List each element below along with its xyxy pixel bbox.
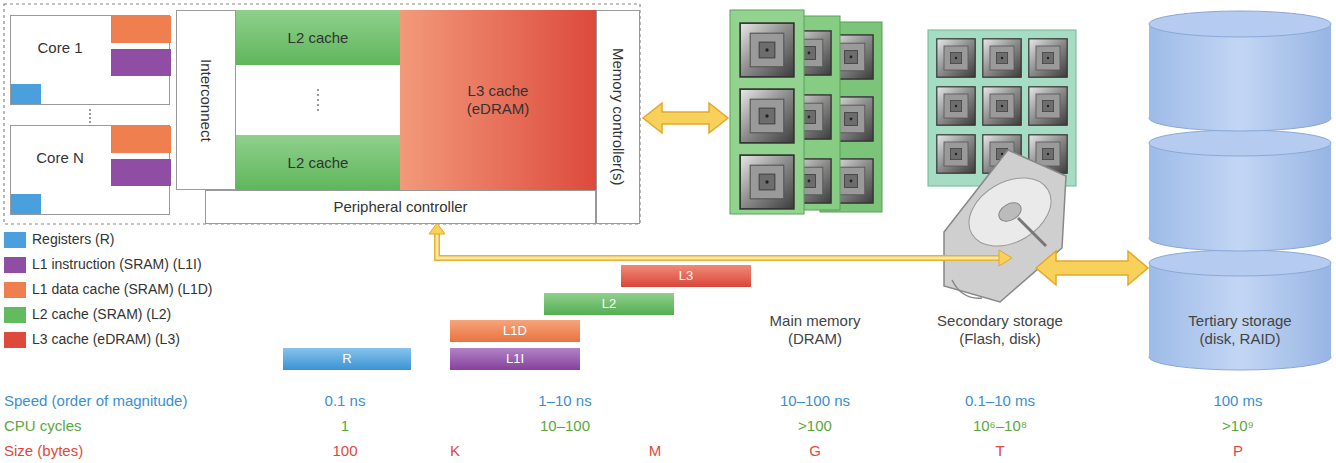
node-label: L1D [503,323,527,339]
cycles-value: 1 [285,417,405,435]
storage-label: Main memory (DRAM) [759,312,871,348]
row-header: Speed (order of magnitude) [4,392,234,410]
node-label: Interconnect [197,59,215,142]
double-arrow [1036,251,1148,285]
dram-modules [730,10,882,214]
io-arrow [429,223,1012,266]
speed-value: 100 ms [1178,392,1298,410]
l2-cache-box: L2 cache [236,135,400,190]
node-label: Core 1 [37,39,82,57]
speed-value: 10–100 ns [755,392,875,410]
memory-controller-box: Memory controller(s) [596,10,640,224]
double-arrow [643,103,728,133]
speed-value: 1–10 ns [505,392,625,410]
speed-value: 0.1 ns [285,392,405,410]
node-label: L2 cache [288,154,349,172]
l3-bar: L3 [621,265,751,287]
row-header: CPU cycles [4,417,234,435]
legend-swatch [4,332,26,348]
legend-text: L2 cache (SRAM) (L2) [32,305,171,323]
size-value: K [425,442,485,460]
l3-cache-box: L3 cache (eDRAM) [400,10,596,190]
register-block [11,84,41,104]
cycles-value: >10⁹ [1178,417,1298,435]
node-label: L1I [506,351,524,367]
size-value: 100 [295,442,395,460]
node-label: L2 cache [288,29,349,47]
register-bar: R [283,348,411,370]
node-label: Core N [36,149,84,167]
l1i-block [111,159,171,186]
l2-cache-box: L2 cache [236,10,400,65]
l2-bar: L2 [544,293,674,315]
core-box: Core 1 [10,15,170,105]
legend-text: Registers (R) [32,230,114,248]
hard-disk [944,150,1066,302]
legend-text: L1 data cache (SRAM) (L1D) [32,280,213,298]
core-box: Core N [10,125,170,215]
legend-swatch [4,232,26,248]
l1d-bar: L1D [450,320,580,342]
interconnect-box: Interconnect [176,10,236,190]
size-value: M [625,442,685,460]
cycles-value: >100 [755,417,875,435]
l1i-bar: L1I [450,348,580,370]
chip-outline [4,4,640,224]
node-label: R [342,351,351,367]
row-header: Size (bytes) [4,442,234,460]
cycles-value: 10⁶–10⁸ [940,417,1060,435]
size-value: P [1208,442,1268,460]
storage-label: Secondary storage (Flash, disk) [925,312,1075,348]
speed-value: 0.1–10 ms [940,392,1060,410]
node-label: L2 [602,296,616,312]
tertiary-cylinders [1149,11,1331,370]
node-label: Peripheral controller [333,198,467,216]
peripheral-controller-box: Peripheral controller [205,190,596,224]
size-value: G [785,442,845,460]
node-label: L3 cache (eDRAM) [456,82,540,118]
l1d-block [111,126,171,153]
node-label: Memory controller(s) [609,48,627,186]
legend-text: L1 instruction (SRAM) (L1I) [32,255,202,273]
cycles-value: 10–100 [505,417,625,435]
node-label: L3 [679,268,693,284]
l1i-block [111,49,171,76]
register-block [11,194,41,214]
legend-text: L3 cache (eDRAM) (L3) [32,330,180,348]
size-value: T [970,442,1030,460]
storage-label: Tertiary storage (disk, RAID) [1175,312,1305,348]
l1d-block [111,16,171,43]
legend-swatch [4,257,26,273]
legend-swatch [4,307,26,323]
legend-swatch [4,282,26,298]
